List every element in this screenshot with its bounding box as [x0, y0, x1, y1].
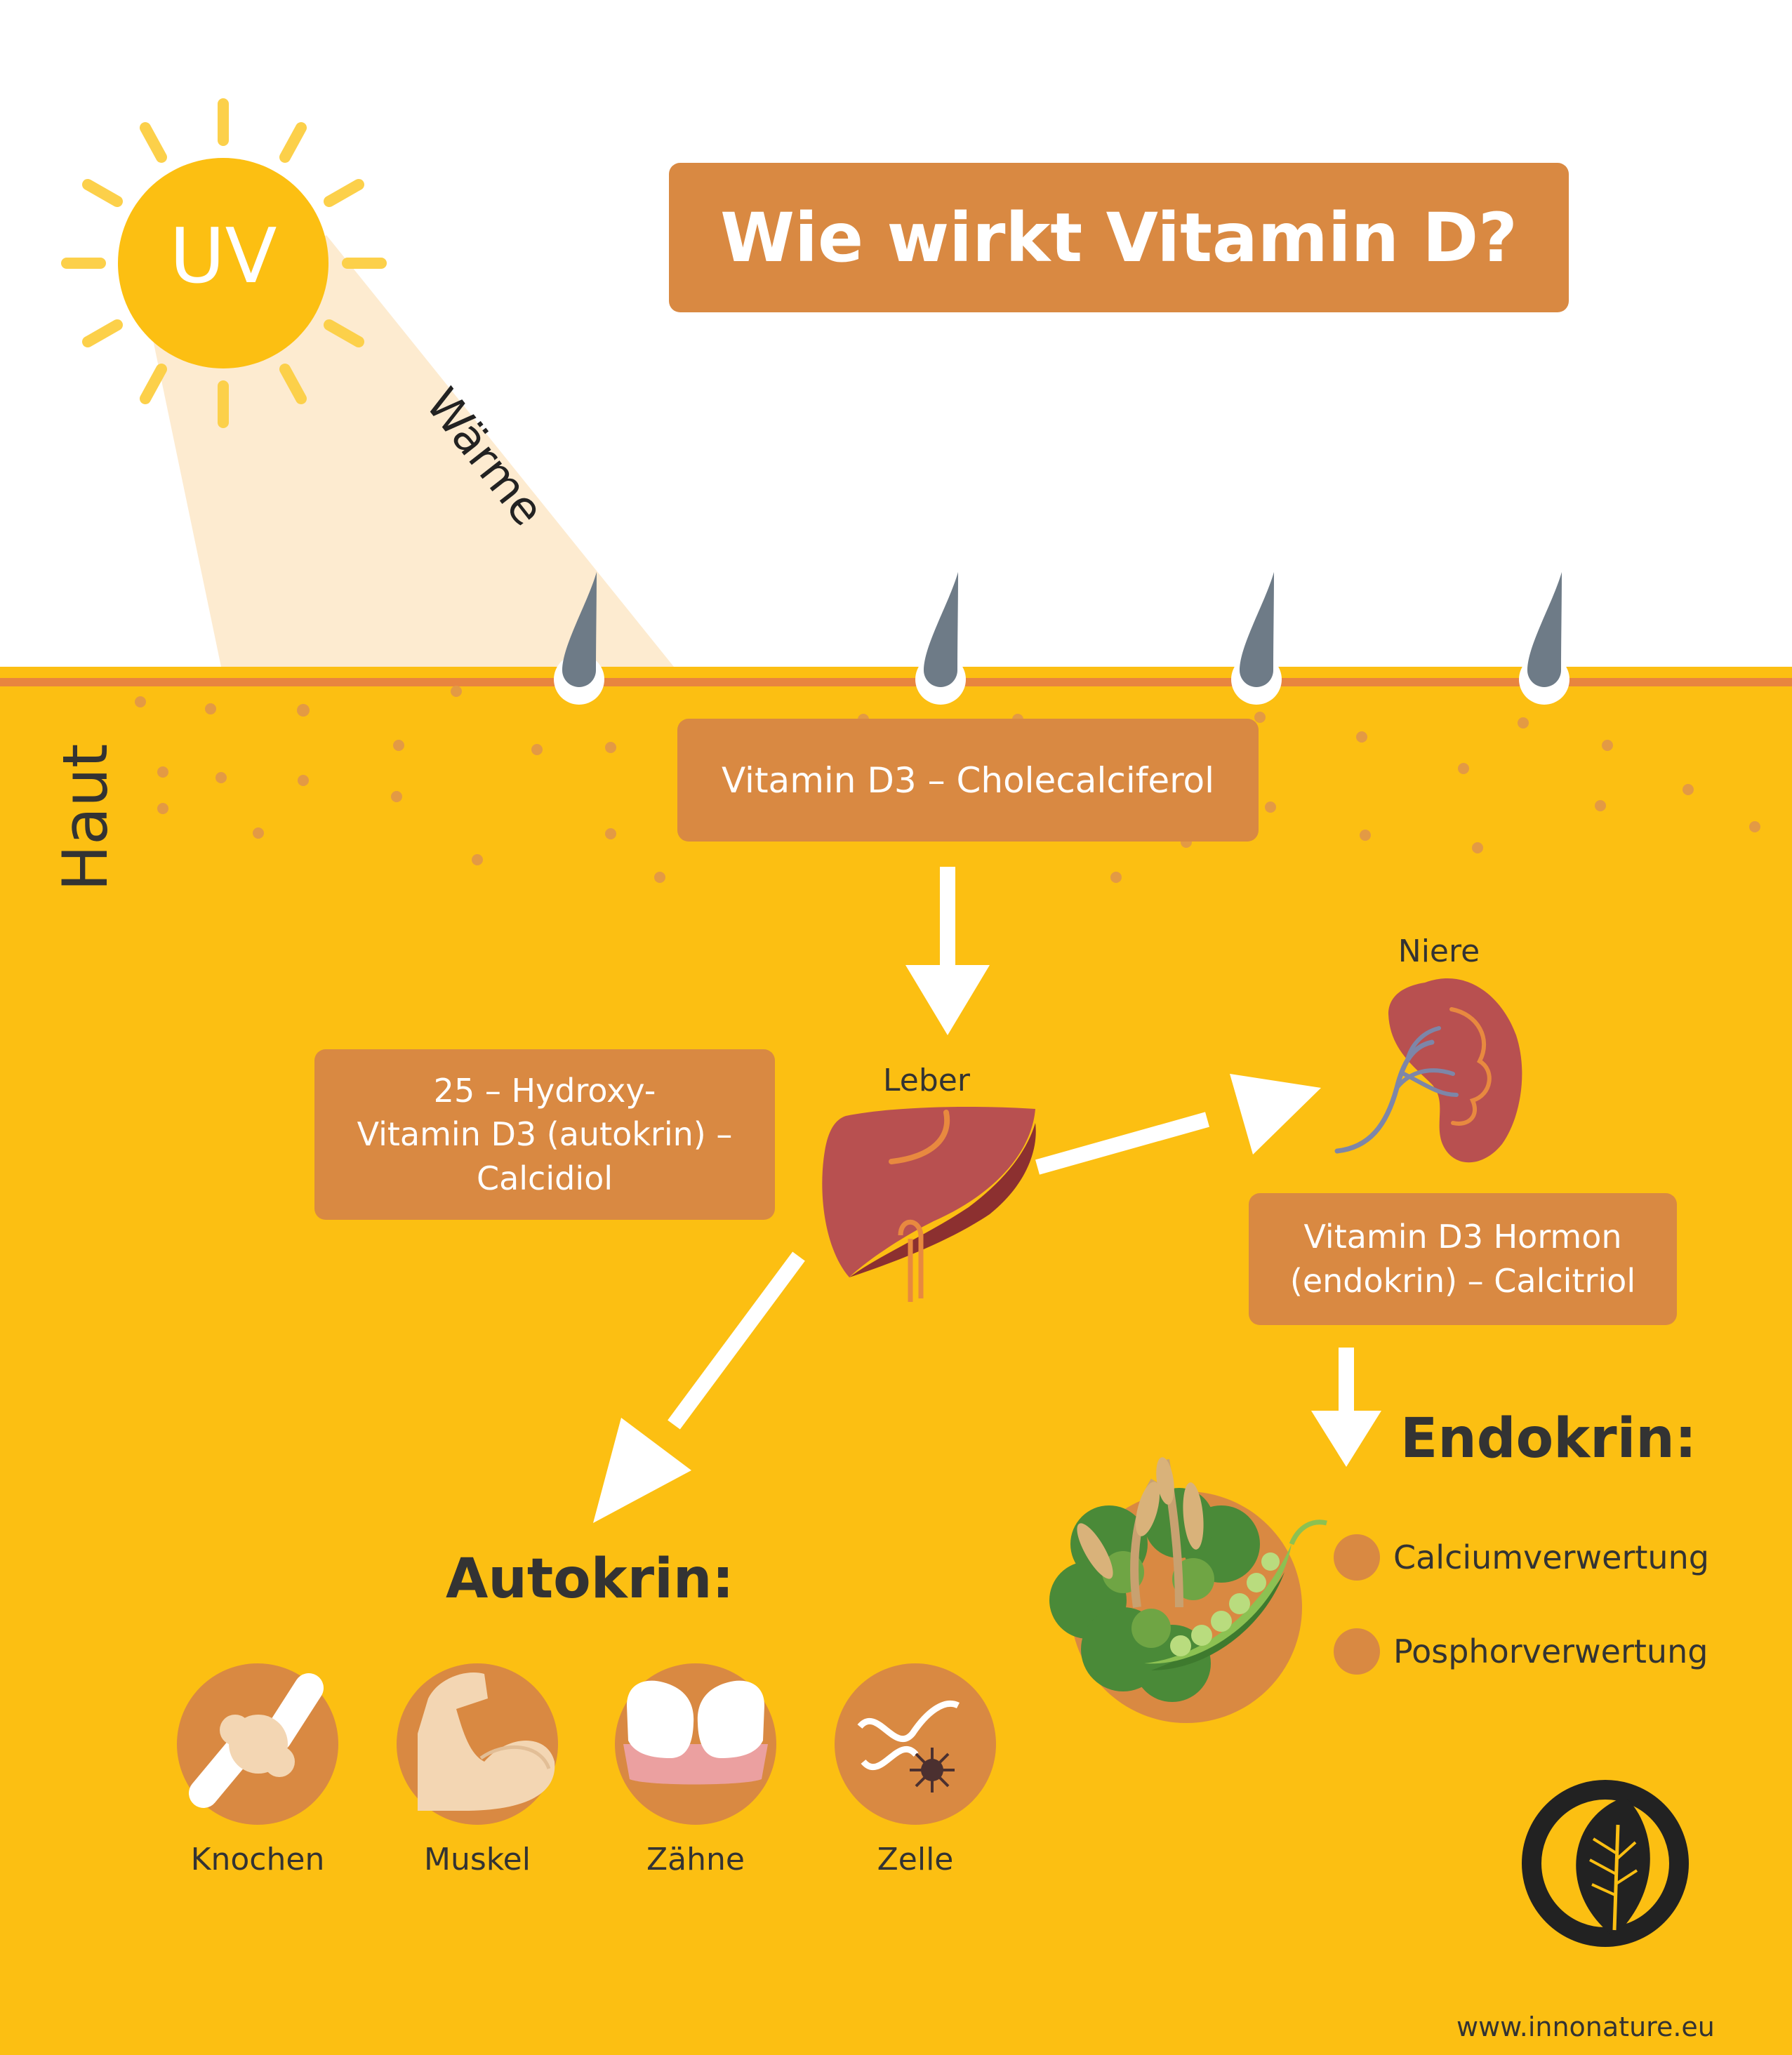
step-cholecalciferol-label: Vitamin D3 – Cholecalciferol [721, 759, 1215, 801]
bone-icon [177, 1663, 338, 1825]
arrow-to-autocrine [593, 1251, 805, 1523]
hair-follicles [554, 572, 1569, 705]
step-calcidiol: 25 – Hydroxy- Vitamin D3 (autokrin) – Ca… [314, 1049, 775, 1220]
innonature-logo-icon [1522, 1780, 1689, 1947]
cell-icon [835, 1663, 996, 1825]
step-cholecalciferol: Vitamin D3 – Cholecalciferol [677, 719, 1259, 842]
sun-uv-label: UV [169, 213, 277, 300]
sun-icon [61, 98, 387, 428]
step-calcitriol-line2: (endokrin) – Calcitriol [1289, 1262, 1636, 1300]
step-calcitriol: Vitamin D3 Hormon (endokrin) – Calcitrio… [1249, 1193, 1677, 1325]
endocrine-item-calcium: Calciumverwertung [1393, 1538, 1709, 1576]
muscle-label: Muskel [424, 1842, 531, 1877]
vegetables-icon [1049, 1457, 1327, 1723]
skin-label: Haut [49, 743, 121, 891]
muscle-icon [397, 1663, 558, 1825]
bullet-phosphor [1334, 1628, 1380, 1675]
bone-label: Knochen [190, 1842, 325, 1877]
arrow-to-liver [905, 867, 990, 1035]
footer-url[interactable]: www.innonature.eu [1456, 2011, 1715, 2042]
skin-area [0, 667, 1792, 2055]
arrow-to-kidney [1035, 1074, 1321, 1175]
arrow-to-endocrine [1311, 1348, 1381, 1467]
endocrine-item-phosphor: Posphorverwertung [1393, 1632, 1708, 1670]
teeth-label: Zähne [646, 1842, 745, 1877]
step-calcidiol-line2: Vitamin D3 (autokrin) – [357, 1115, 733, 1154]
step-calcidiol-line3: Calcidiol [476, 1159, 613, 1197]
cell-label: Zelle [877, 1842, 954, 1877]
title-box: Wie wirkt Vitamin D? [669, 163, 1569, 312]
liver-label: Leber [883, 1063, 970, 1098]
step-calcitriol-line1: Vitamin D3 Hormon [1303, 1217, 1622, 1256]
liver-icon [822, 1107, 1036, 1302]
autocrine-heading: Autokrin: [446, 1548, 734, 1611]
bullet-calcium [1334, 1534, 1380, 1581]
kidney-icon [1334, 978, 1522, 1163]
kidney-label: Niere [1398, 933, 1480, 969]
page-title: Wie wirkt Vitamin D? [720, 198, 1518, 277]
step-calcidiol-line1: 25 – Hydroxy- [433, 1072, 656, 1110]
teeth-icon [615, 1663, 776, 1825]
endocrine-heading: Endokrin: [1400, 1407, 1697, 1470]
